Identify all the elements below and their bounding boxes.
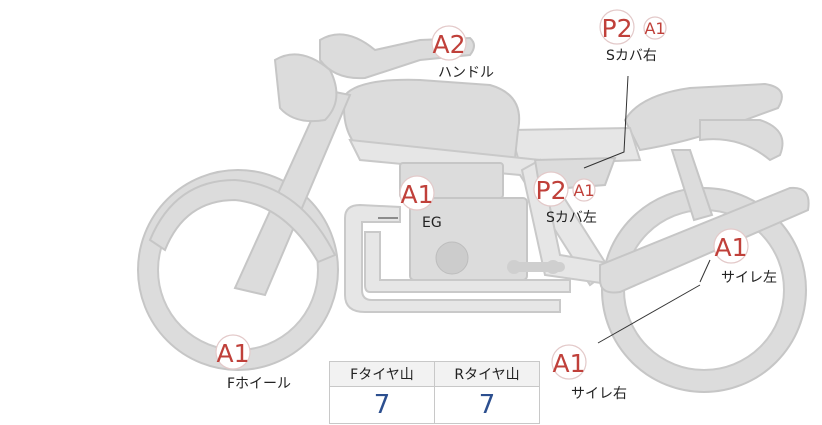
engine-badge: A1: [399, 175, 435, 211]
svg-text:A1: A1: [573, 181, 594, 200]
exhaust-pipe: [344, 203, 561, 313]
engine-label: EG: [422, 215, 442, 231]
muffler-right-badge: A1: [551, 344, 587, 380]
svg-text:A1: A1: [552, 349, 585, 378]
tail-frame: [508, 126, 642, 167]
front-wheel-badge: A1: [215, 334, 251, 370]
handle-badge: A2: [431, 25, 467, 61]
side-cover-left-label: Sカバ左: [546, 210, 597, 226]
svg-text:P2: P2: [536, 176, 567, 205]
leader-line-muffler-left: [699, 259, 711, 283]
svg-text:A1: A1: [400, 180, 433, 209]
muffler-left-badge: A1: [713, 228, 749, 264]
handle-label: ハンドル: [438, 65, 494, 81]
svg-text:P2: P2: [602, 14, 633, 43]
front-fender: [148, 178, 337, 264]
svg-text:A1: A1: [644, 19, 665, 38]
muffler-left-label: サイレ左: [721, 270, 777, 286]
side-cover-right-badge: P2 A1: [599, 9, 667, 45]
leader-line-muffler-right: [597, 284, 701, 344]
svg-text:A1: A1: [216, 339, 249, 368]
svg-text:A1: A1: [714, 233, 747, 262]
seat: [623, 82, 783, 152]
front-tread-value: 7: [329, 386, 435, 424]
muffler: [599, 186, 810, 294]
side-cover-left-badge: P2 A1: [533, 171, 596, 207]
headlight: [273, 53, 338, 123]
tread-depth-table: Fタイヤ山 Rタイヤ山 7 7: [329, 361, 540, 424]
muffler-right-label: サイレ右: [571, 386, 627, 402]
svg-text:A2: A2: [432, 30, 465, 59]
footpeg: [507, 260, 565, 274]
side-cover-right-label: Sカバ右: [606, 48, 657, 64]
front-wheel-label: Fホイール: [227, 376, 291, 392]
front-fork: [233, 88, 352, 297]
front-tread-header: Fタイヤ山: [329, 361, 435, 387]
leader-line-side-cover-right: [583, 75, 629, 169]
rear-shock: [670, 149, 714, 222]
rear-tread-header: Rタイヤ山: [434, 361, 540, 387]
rear-tread-value: 7: [434, 386, 540, 424]
exhaust-pipe-lower: [364, 231, 571, 293]
rear-fender: [699, 119, 784, 162]
